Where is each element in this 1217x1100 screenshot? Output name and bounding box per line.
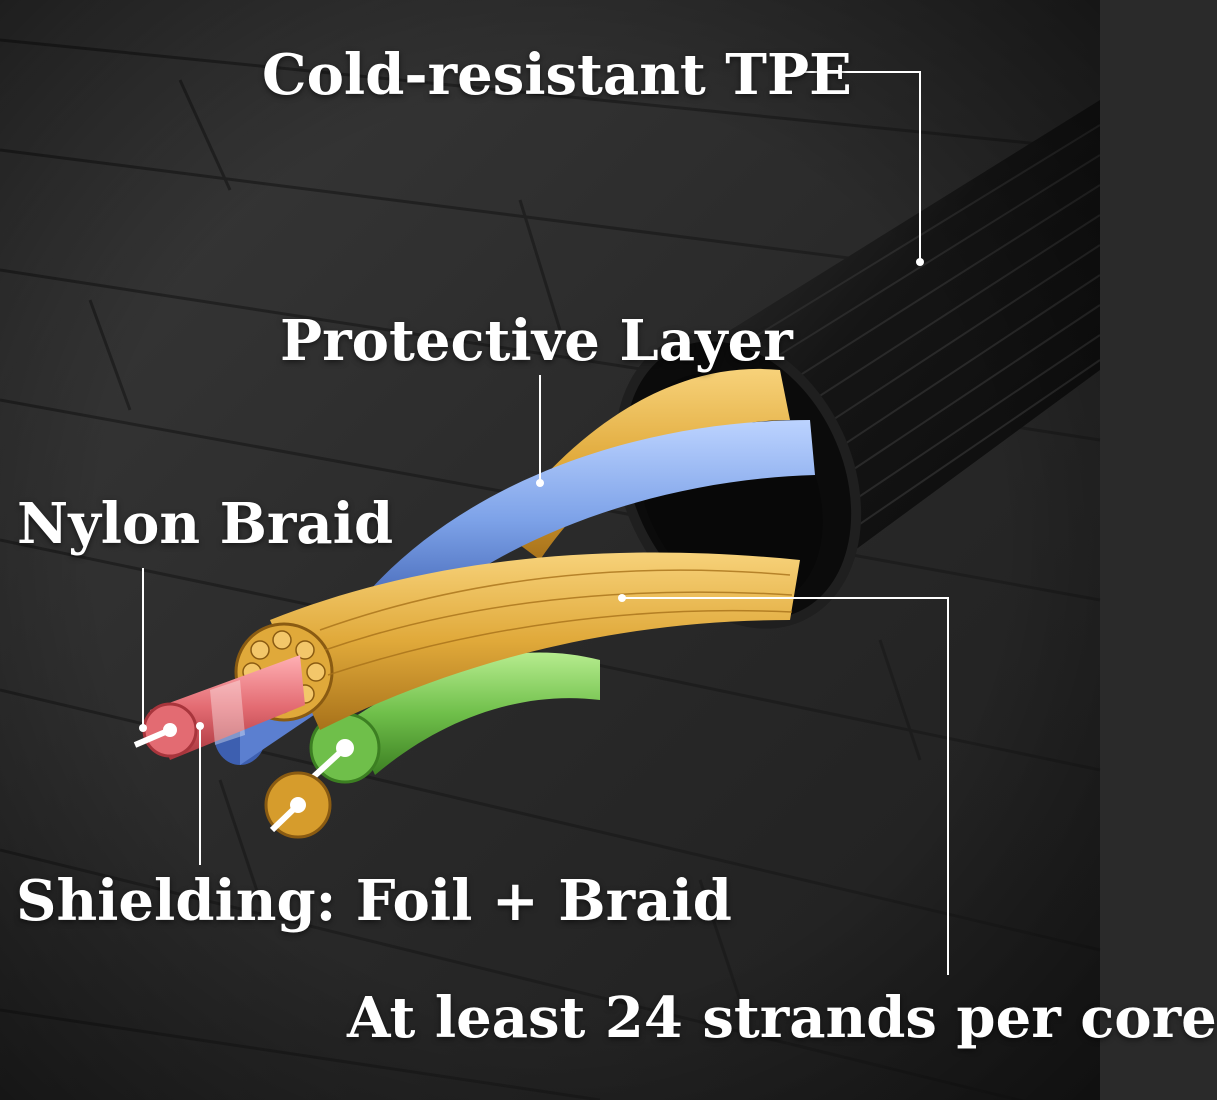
shielding-label: Shielding: Foil + Braid [16,868,732,934]
tpe-dot [916,258,924,266]
protective-layer-label: Protective Layer [280,308,793,374]
strands-label: At least 24 strands per core [347,985,1217,1051]
cable-cross-section-illustration [0,0,1101,1100]
tpe-leader-line [795,71,921,262]
protective-dot [536,479,544,487]
shielding-dot [196,722,204,730]
tpe-label: Cold-resistant TPE [262,42,852,108]
vignette [0,0,1100,1100]
strands-dot [618,594,626,602]
nylon-braid-label: Nylon Braid [17,491,394,557]
nylon-dot [139,724,147,732]
callout-dots [139,258,924,732]
strands-leader-line [622,597,949,975]
callout-lines [142,71,949,975]
